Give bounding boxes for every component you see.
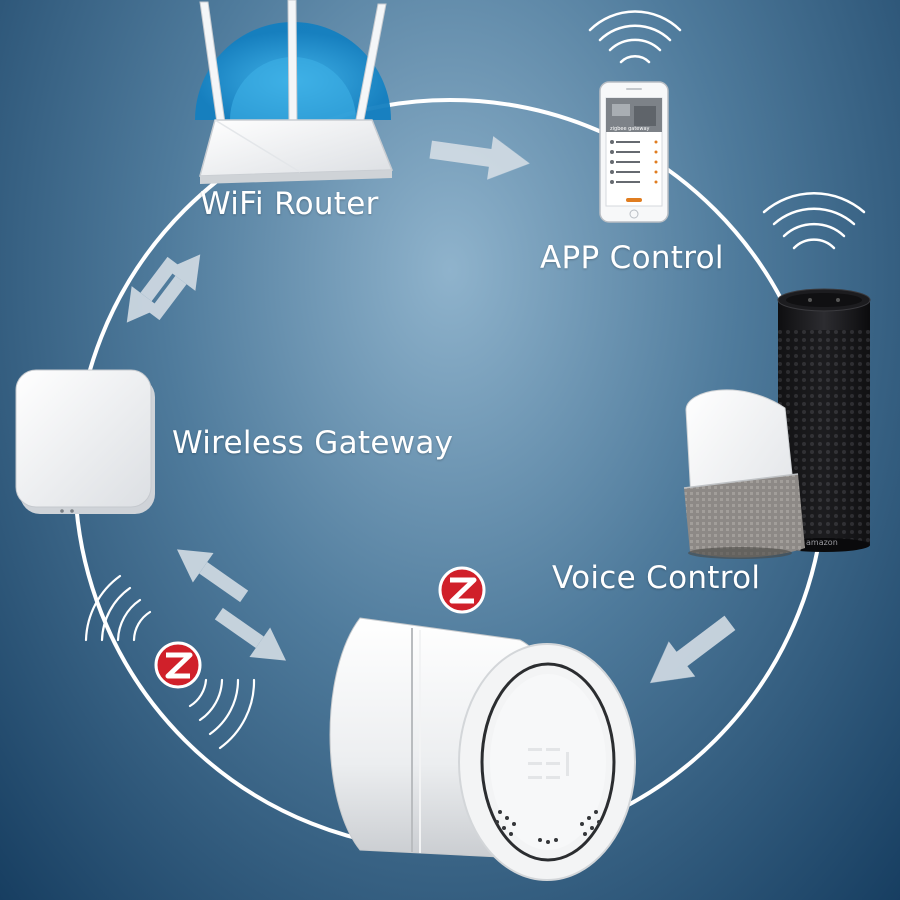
label-wireless-gateway: Wireless Gateway	[172, 425, 454, 461]
arrow-thermostat-to-gateway	[176, 549, 249, 603]
label-app-control: APP Control	[540, 240, 724, 276]
echo-speaker: amazon	[777, 288, 871, 552]
phone-screen-header: zigbee gateway	[610, 126, 650, 132]
wifi-waves-phone	[588, 10, 682, 64]
label-voice-control: Voice Control	[552, 560, 761, 596]
arrow-voice-to-thermostat	[650, 615, 736, 684]
wifi-router	[195, 0, 394, 184]
zigbee-badge-thermostat	[438, 566, 486, 614]
arrow-router-to-app	[429, 136, 530, 180]
zigbee-waves-gateway	[84, 574, 152, 642]
arrow-gateway-to-router	[148, 254, 201, 321]
wifi-waves-voice	[762, 191, 866, 250]
arrows	[126, 136, 736, 684]
speaker-brand: amazon	[806, 538, 838, 547]
zigbee-badge-link	[154, 641, 202, 689]
arrow-router-to-gateway	[126, 256, 179, 323]
wireless-gateway-device	[15, 369, 155, 514]
label-wifi-router: WiFi Router	[200, 186, 379, 222]
google-home-speaker	[683, 389, 805, 559]
zigbee-waves-thermostat	[188, 678, 256, 750]
arrow-gateway-to-thermostat	[214, 607, 287, 661]
smartphone: zigbee gateway	[599, 81, 669, 223]
smart-radiator-thermostat	[329, 617, 636, 881]
